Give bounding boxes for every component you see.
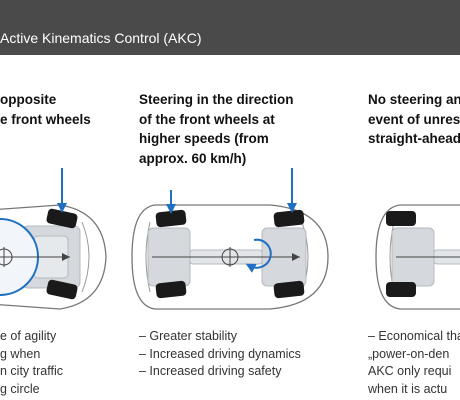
windshield-outline [81, 221, 90, 293]
tire-rear-right [386, 282, 416, 297]
bullet-list-same-direction: – Greater stability – Increased driving … [139, 328, 301, 381]
bullet-item: „power-on-den [368, 346, 450, 361]
car-diagram-no-steering [375, 204, 460, 310]
heading-line: approx. 60 km/h) [139, 150, 247, 166]
column-heading-same-direction: Steering in the direction of the front w… [139, 90, 294, 168]
heading-line: of the front wheels at [139, 111, 275, 127]
tire-rear-right [155, 280, 187, 299]
tire-rear-left [386, 211, 416, 226]
header-title: Active Kinematics Control (AKC) [0, 30, 202, 46]
bullet-list-opposite: e of agility g when n city traffic g cir… [0, 328, 63, 398]
bullet-item: AKC only requi [368, 364, 452, 378]
bullet-item: – Economical tha [368, 329, 460, 343]
bullet-item: – Increased driving safety [139, 364, 282, 378]
heading-line: straight-ahead d [368, 131, 460, 146]
car-diagram-same-direction [131, 168, 329, 310]
bullet-item: g when [0, 346, 41, 361]
column-heading-opposite: opposite e front wheels [0, 90, 91, 129]
header-bar: Active Kinematics Control (AKC) [0, 0, 460, 55]
tire-front-right [46, 279, 78, 300]
tire-rear-left [155, 209, 187, 228]
tire-front-left [46, 208, 78, 229]
heading-line: higher speeds (from [139, 131, 269, 146]
bullet-item: e of agility [0, 329, 57, 343]
bullet-item: – Greater stability [139, 329, 237, 343]
heading-line: No steering ang [368, 92, 460, 107]
heading-line: opposite [0, 92, 57, 107]
bullet-item: g circle [0, 381, 40, 396]
bullet-list-no-steering: – Economical tha „power-on-den AKC only … [368, 328, 460, 398]
heading-line: event of unrestr [368, 111, 460, 127]
bullet-item: when it is actu [368, 381, 448, 396]
car-diagram-opposite [0, 168, 107, 310]
bullet-item: – Increased driving dynamics [139, 346, 301, 361]
tire-front-left [273, 209, 305, 228]
bullet-item: n city traffic [0, 364, 63, 378]
column-heading-no-steering: No steering ang event of unrestr straigh… [368, 90, 460, 149]
rear-window-outline [145, 221, 151, 293]
heading-line: e front wheels [0, 111, 91, 127]
tire-front-right [273, 280, 305, 299]
yaw-arrow [245, 238, 272, 273]
heading-line: Steering in the direction [139, 92, 294, 107]
